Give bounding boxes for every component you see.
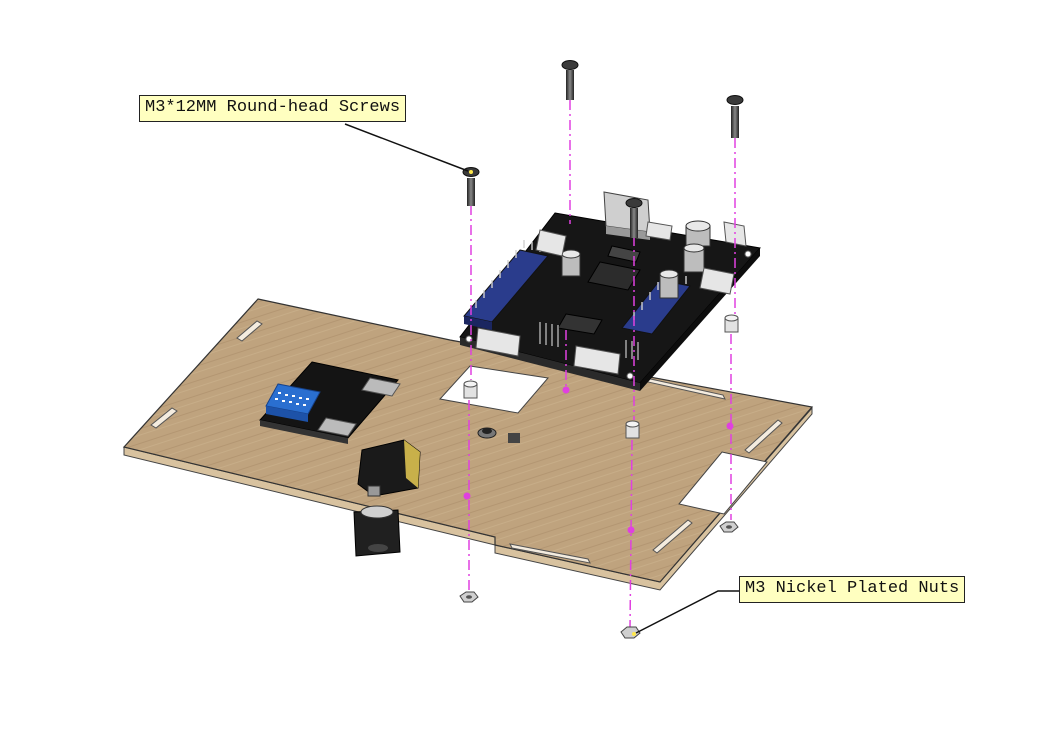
plate-slot (509, 543, 591, 564)
round-head-screw-icon (625, 198, 643, 238)
dc-jack-icon (353, 439, 421, 557)
plate-slot (652, 519, 693, 554)
plate-slot (150, 407, 178, 429)
board-chip (557, 313, 603, 335)
mounting-hole (744, 250, 752, 258)
board-capacitor (685, 220, 711, 247)
temperature-sensor-module-icon (259, 361, 401, 444)
board-capacitor (683, 243, 705, 273)
reset-button-icon (477, 427, 497, 439)
board-capacitor (561, 249, 581, 277)
base-plate (122, 298, 814, 591)
plate-slot (236, 320, 263, 342)
board-connector (645, 221, 673, 241)
hex-nut-icon (620, 626, 641, 639)
board-capacitor (659, 269, 679, 299)
guide-line-targets (463, 386, 734, 534)
plate-cutout (439, 365, 549, 414)
round-head-screw-icon (462, 167, 480, 206)
control-board-icon (459, 191, 761, 391)
board-chip (607, 245, 641, 263)
board-connector (535, 229, 567, 257)
standoff-icon (625, 420, 640, 439)
callout-leader-lines (344, 123, 741, 634)
mounting-hole (626, 372, 634, 380)
plate-cutout (678, 451, 768, 515)
plate-square-hole (508, 433, 520, 443)
standoff-icon (463, 380, 478, 399)
round-head-screw-icon (726, 95, 744, 138)
hex-nut-icon (719, 521, 739, 533)
screws-callout-label: M3*12MM Round-head Screws (139, 95, 407, 122)
hex-nut-icon (459, 591, 479, 603)
round-head-screw-icon (561, 60, 579, 100)
plate-slot (744, 419, 783, 454)
standoff-icon (724, 314, 739, 333)
board-connector (573, 345, 621, 375)
board-chip (587, 261, 641, 291)
board-connector (699, 267, 735, 295)
nuts-callout-label: M3 Nickel Plated Nuts (739, 576, 966, 603)
board-connector (475, 327, 521, 357)
usb-port (603, 191, 651, 233)
